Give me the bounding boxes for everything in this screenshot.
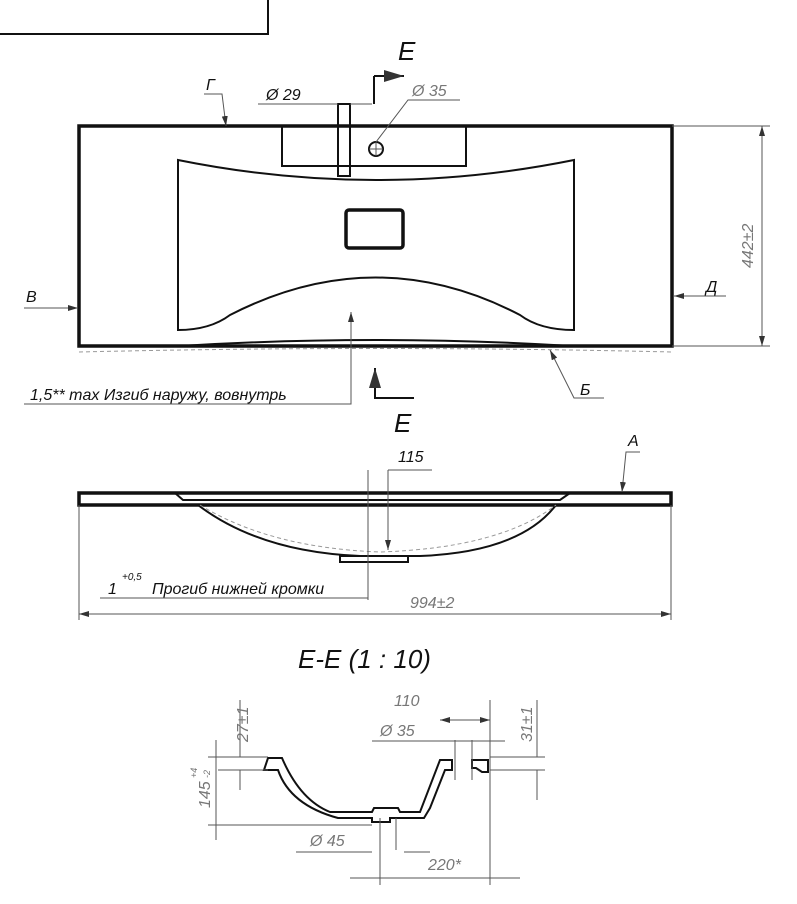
dim-145-upper: +4	[189, 768, 199, 778]
dim-hole-45: Ø 45	[309, 833, 345, 850]
dim-hole-35: Ø 35	[379, 723, 415, 740]
overflow-slot	[344, 208, 405, 250]
section-mark-top: Е	[398, 36, 416, 66]
section-mark-bottom: Е	[394, 408, 412, 438]
label-b: Б	[580, 382, 590, 399]
note-sag-tolerance: +0,5	[122, 572, 142, 583]
note-sag-value: 1	[108, 581, 117, 598]
dim-145-value: 145	[197, 781, 214, 808]
dim-width: 994±2	[410, 595, 454, 612]
countertop-side	[77, 491, 673, 507]
dim-depth: 442±2	[740, 224, 757, 268]
bowl-outline	[177, 158, 575, 332]
top-view: 442±2 Ø 29 Ø 35 Е Г В Д 1,5** max Изгиб …	[24, 36, 770, 438]
label-g: Г	[206, 77, 216, 94]
tap-hole-29	[337, 103, 351, 177]
front-edge-curve	[179, 339, 573, 347]
note-bend: 1,5** max Изгиб наружу, вовнутрь	[30, 387, 287, 404]
label-a: А	[627, 433, 639, 450]
dim-220: 220*	[427, 857, 462, 874]
section-bowl-profile	[262, 757, 453, 823]
front-view: 115 А 1 +0,5 Прогиб нижней кромки 994±2	[77, 433, 673, 620]
dim-145-lower: -2	[202, 770, 212, 778]
dim-110: 110	[394, 693, 420, 710]
dim-27: 27±1	[235, 707, 252, 743]
dim-31: 31±1	[519, 707, 536, 742]
countertop-outline	[77, 124, 674, 348]
label-v: В	[26, 289, 37, 306]
drain-flange	[339, 555, 409, 563]
title-block-frame	[0, 0, 269, 35]
note-sag-text: Прогиб нижней кромки	[152, 581, 324, 598]
bowl-profile	[197, 504, 557, 557]
section-title: Е-Е (1 : 10)	[298, 644, 431, 674]
label-d: Д	[704, 279, 717, 296]
dim-hole-29: Ø 29	[265, 87, 301, 104]
tap-platform	[281, 126, 467, 167]
dim-hole-35: Ø 35	[411, 83, 447, 100]
section-view: Е-Е (1 : 10) 110 Ø 35 27±1 31±1 145 +4 -…	[189, 644, 545, 885]
dim-115: 115	[398, 449, 424, 466]
